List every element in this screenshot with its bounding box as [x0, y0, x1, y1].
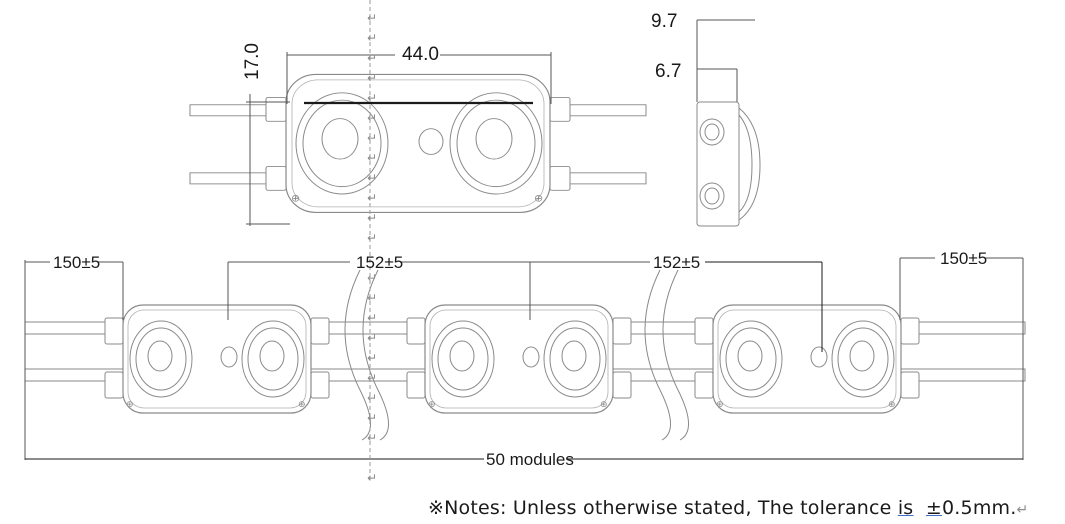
return-mark: ↵ [367, 471, 378, 485]
return-mark: ↵ [367, 411, 378, 425]
note-underlined-word: is [897, 497, 914, 519]
return-mark: ↵ [367, 131, 378, 145]
return-mark: ↵ [367, 391, 378, 405]
return-mark: ↵ [367, 171, 378, 185]
width-dimension-label: 44.0 [402, 44, 439, 65]
return-mark: ↵ [367, 91, 378, 105]
width-dimension-lines [286, 52, 552, 104]
module-chain [24, 269, 1026, 441]
return-mark: ↵ [1016, 502, 1029, 518]
return-mark: ↵ [367, 271, 378, 285]
return-mark: ↵ [367, 51, 378, 65]
pitch-1-label: 152±5 [356, 253, 404, 272]
note-value: 0.5mm. [942, 497, 1017, 519]
tolerance-note: ※Notes: Unless otherwise stated, The tol… [428, 497, 1028, 519]
return-mark: ↵ [367, 31, 378, 45]
return-mark: ↵ [367, 291, 378, 305]
return-mark: ↵ [367, 151, 378, 165]
note-tolerance-symbol: ± [925, 497, 943, 519]
return-mark: ↵ [367, 431, 378, 445]
height-dimension-label: 17.0 [242, 43, 263, 80]
return-mark: ↵ [367, 211, 378, 225]
return-mark: ↵ [367, 231, 378, 245]
lead-right-label: 150±5 [940, 249, 988, 268]
height-dimension-lines [246, 94, 290, 226]
side-body-label: 6.7 [655, 61, 682, 82]
return-mark: ↵ [367, 11, 378, 25]
chain-count-label: 50 modules [486, 450, 574, 469]
pitch-2-label: 152±5 [653, 253, 701, 272]
return-mark: ↵ [367, 351, 378, 365]
side-total-label: 9.7 [651, 11, 678, 32]
return-mark: ↵ [367, 191, 378, 205]
return-mark: ↵ [367, 71, 378, 85]
return-mark: ↵ [367, 111, 378, 125]
lead-left-label: 150±5 [53, 253, 101, 272]
return-mark: ↵ [367, 371, 378, 385]
note-text: ※Notes: Unless otherwise stated, The tol… [428, 497, 898, 519]
return-mark: ↵ [367, 331, 378, 345]
module-top-view [189, 73, 647, 214]
return-mark: ↵ [367, 311, 378, 325]
module-side-view [696, 19, 761, 227]
chain-dimension-lines [24, 257, 1024, 460]
